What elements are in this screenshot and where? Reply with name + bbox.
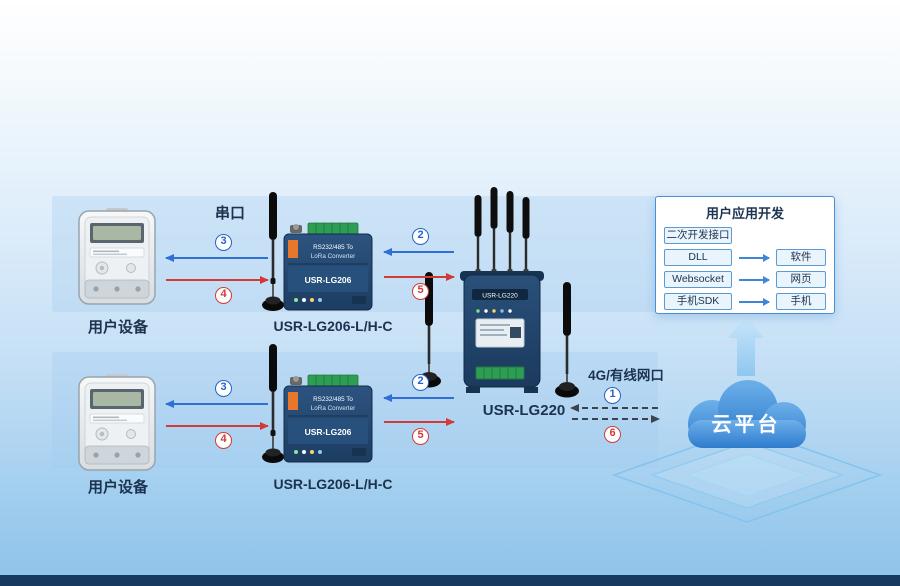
wan-uplink-dashed-arrow	[572, 414, 660, 423]
platform-diamonds-icon	[602, 400, 892, 536]
app-dev-title: 用户应用开发	[705, 206, 784, 221]
uplink-arrow	[166, 275, 269, 284]
uplink-arrow	[166, 421, 269, 430]
lora-antenna-icon	[260, 192, 286, 314]
cloud-to-app-arrow-icon	[728, 316, 764, 376]
api-pill: 二次开发接口	[664, 227, 732, 244]
meter-lcd	[90, 223, 144, 243]
step-badge-5: 5	[412, 428, 429, 445]
step-badge-2: 2	[412, 374, 429, 391]
wan-downlink-dashed-arrow	[570, 403, 658, 412]
phone-pill: 手机	[776, 293, 826, 310]
energy-meter-illustration	[76, 374, 158, 474]
cloud-platform-icon: 云平台	[672, 372, 820, 464]
lora-antenna-icon	[260, 344, 286, 466]
uplink-arrow	[384, 272, 455, 281]
user-device-label: 用户设备	[87, 319, 148, 336]
cloud-platform-label: 云平台	[711, 414, 781, 436]
lg206-print-line2: LoRa Converter	[311, 253, 355, 260]
software-pill: 软件	[776, 249, 826, 266]
wan-port-label: 4G/有线网口	[588, 368, 664, 383]
terminal-block	[307, 222, 359, 235]
serial-port-label: 串口	[214, 205, 245, 222]
lg220-model-print: USR-LG220	[482, 293, 518, 300]
downlink-arrow	[383, 247, 454, 256]
app-dev-box: 用户应用开发 二次开发接口 DLL 软件 Websocket 网页 手机SDK …	[655, 196, 835, 314]
app-dev-row: 手机SDK 手机	[664, 293, 826, 310]
user-device-label: 用户设备	[87, 479, 148, 496]
app-dev-row: 二次开发接口	[664, 227, 826, 244]
lg206-caption: USR-LG206-L/H-C	[273, 318, 393, 334]
gateway-label-sticker	[475, 318, 525, 348]
step-badge-6: 6	[604, 426, 621, 443]
downlink-arrow	[165, 253, 268, 262]
step-badge-4: 4	[215, 432, 232, 449]
downlink-arrow	[383, 393, 454, 402]
step-badge-3: 3	[215, 380, 232, 397]
sdk-pill: 手机SDK	[664, 293, 732, 310]
lg220-gateway-illustration: USR-LG220	[452, 185, 552, 405]
lg206-print-line2: LoRa Converter	[311, 405, 355, 412]
footer-bar	[0, 575, 900, 586]
lg206-caption: USR-LG206-L/H-C	[273, 476, 393, 492]
lg220-caption: USR-LG220	[482, 402, 566, 419]
right-arrow-icon	[739, 275, 770, 284]
right-arrow-icon	[739, 253, 770, 262]
websocket-pill: Websocket	[664, 271, 732, 288]
right-arrow-icon	[739, 297, 770, 306]
step-badge-1: 1	[604, 387, 621, 404]
step-badge-3: 3	[215, 234, 232, 251]
downlink-arrow	[165, 399, 268, 408]
lg206-device-illustration: RS232/485 To LoRa Converter USR-LG206	[282, 374, 374, 466]
lg206-device-illustration: RS232/485 To LoRa Converter USR-LG206	[282, 222, 374, 314]
external-antenna-icon	[552, 282, 582, 400]
dll-pill: DLL	[664, 249, 732, 266]
app-dev-row: DLL 软件	[664, 249, 826, 266]
lg206-model-print: USR-LG206	[305, 275, 352, 285]
step-badge-4: 4	[215, 287, 232, 304]
webpage-pill: 网页	[776, 271, 826, 288]
lg206-model-print: USR-LG206	[305, 427, 352, 437]
lg206-print-line1: RS232/485 To	[313, 396, 353, 403]
gateway-antennas	[474, 187, 530, 276]
lg206-print-line1: RS232/485 To	[313, 244, 353, 251]
step-badge-5: 5	[412, 283, 429, 300]
energy-meter-illustration	[76, 208, 158, 308]
uplink-arrow	[384, 417, 455, 426]
app-dev-row: Websocket 网页	[664, 271, 826, 288]
step-badge-2: 2	[412, 228, 429, 245]
